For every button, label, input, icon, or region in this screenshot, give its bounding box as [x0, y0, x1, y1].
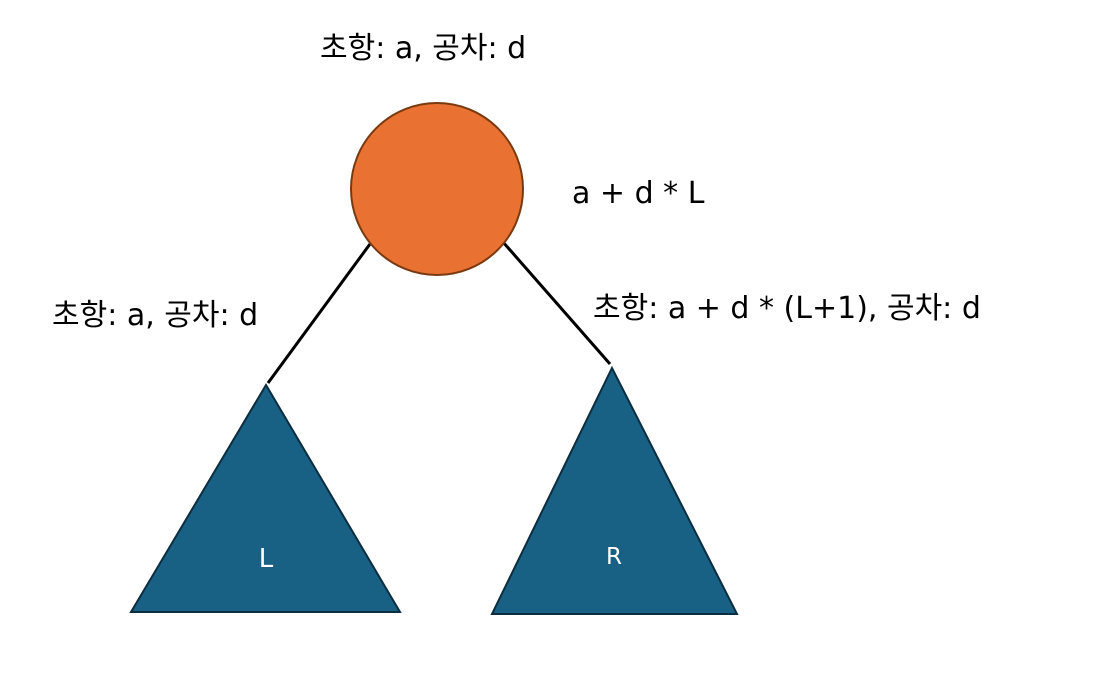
root-value-label: a + d * L [572, 176, 705, 211]
right-edge-label: 초항: a + d * (L+1), 공차: d [593, 291, 981, 326]
right-subtree-triangle [490, 365, 739, 615]
left-subtree-label: L [259, 544, 274, 574]
left-edge-label: 초항: a, 공차: d [52, 298, 258, 333]
edge-left [266, 243, 372, 384]
edge-right [501, 241, 612, 365]
right-subtree-label: R [606, 544, 622, 570]
root-top-label: 초항: a, 공차: d [320, 31, 526, 66]
left-subtree-triangle [129, 383, 402, 613]
root-node [350, 102, 524, 276]
